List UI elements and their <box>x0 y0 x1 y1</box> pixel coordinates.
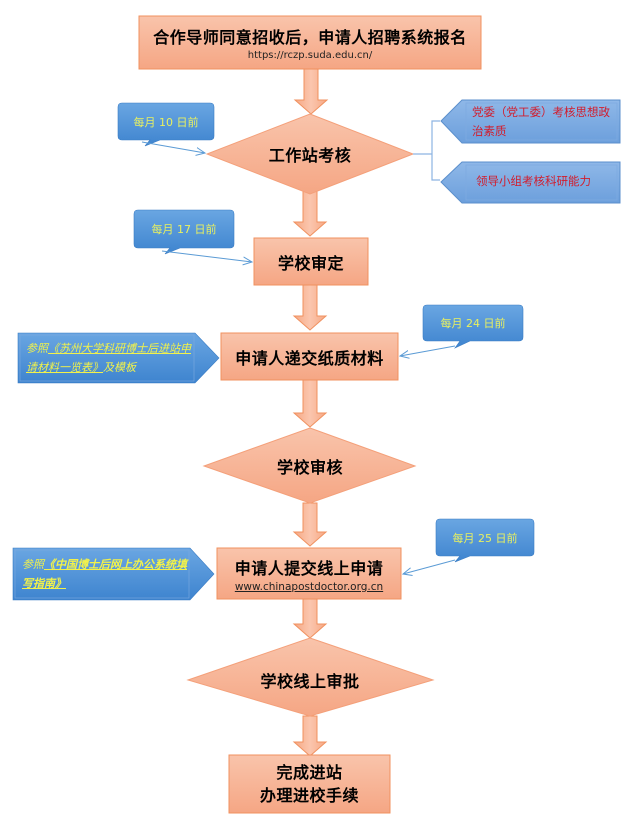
reference-materials-list: 参照《苏州大学科研博士后进站申请材料一览表》及模板 <box>26 339 191 377</box>
step-online-approve-diamond <box>186 637 435 717</box>
step-school-review-diamond <box>202 427 417 504</box>
step-station-review-diamond <box>205 113 415 195</box>
deadline-callout-17: 每月 17 日前 <box>151 223 217 236</box>
review-bracket-connector <box>413 120 440 181</box>
step-station-review-title: 工作站考核 <box>268 146 352 165</box>
step-complete-title-line1: 完成进站 <box>276 763 343 782</box>
down-arrow-icon <box>292 598 328 639</box>
step-submit-paper-box <box>220 332 399 381</box>
step-complete-box <box>228 754 391 814</box>
step-school-review-title: 学校审核 <box>276 458 343 477</box>
deadline-callout-24: 每月 24 日前 <box>440 317 506 330</box>
down-arrow-icon <box>292 502 328 547</box>
deadline-callout-25: 每月 25 日前 <box>452 531 518 545</box>
reference-suffix: 及模板 <box>103 361 136 374</box>
reference-prefix: 参照 <box>22 558 44 571</box>
chinapostdoctor-url-link[interactable]: www.chinapostdoctor.org.cn <box>234 580 384 593</box>
step-school-approve: 学校审定 <box>254 238 368 285</box>
step-submit-online-title: 申请人提交线上申请 <box>234 558 384 578</box>
step-submit-online-box <box>216 547 402 600</box>
step-school-approve-box <box>253 237 369 286</box>
step-submit-paper: 申请人递交纸质材料 <box>221 333 398 380</box>
step-submit-online: 申请人提交线上申请 www.chinapostdoctor.org.cn <box>217 548 401 599</box>
step-online-approve: 学校线上审批 <box>230 660 390 700</box>
reference-prefix: 参照 <box>26 342 48 355</box>
deadline-callout-10: 每月 10 日前 <box>133 115 199 129</box>
down-arrow-icon <box>292 379 328 428</box>
down-arrow-icon <box>292 715 328 757</box>
review-notes-shapes <box>440 99 621 204</box>
step-complete-title-line2: 办理进校手续 <box>259 786 359 805</box>
review-note-party-committee: 党委（党工委）考核思想政治素质 <box>472 105 610 138</box>
reference-shapes <box>12 332 220 601</box>
step-complete: 完成进站 办理进校手续 <box>229 755 390 813</box>
step-register-box <box>138 15 482 70</box>
step-online-approve-title: 学校线上审批 <box>260 672 360 691</box>
review-note-leadership-group: 领导小组考核科研能力 <box>476 174 591 188</box>
deadline-callouts <box>117 102 535 563</box>
flow-arrows <box>292 68 329 757</box>
reference-materials-list-link[interactable]: 《苏州大学科研博士后进站申请材料一览表》 <box>26 342 191 374</box>
down-arrow-icon <box>293 68 329 115</box>
reference-online-guide-link[interactable]: 《中国博士后网上办公系统填写指南》 <box>22 558 187 590</box>
step-register-title: 合作导师同意招收后，申请人招聘系统报名 <box>153 28 467 47</box>
step-school-review: 学校审核 <box>230 446 390 486</box>
register-url-link[interactable]: https://rczp.suda.edu.cn/ <box>247 50 373 61</box>
down-arrow-icon <box>292 187 328 237</box>
reference-online-guide: 参照《中国博士后网上办公系统填写指南》 <box>22 555 187 593</box>
callout-pointers <box>141 141 456 574</box>
step-submit-paper-title: 申请人递交纸质材料 <box>235 348 384 368</box>
step-school-approve-title: 学校审定 <box>277 253 344 273</box>
down-arrow-icon <box>292 282 328 331</box>
step-register: 合作导师同意招收后，申请人招聘系统报名 https://rczp.suda.ed… <box>139 16 481 69</box>
step-station-review: 工作站考核 <box>230 134 390 174</box>
